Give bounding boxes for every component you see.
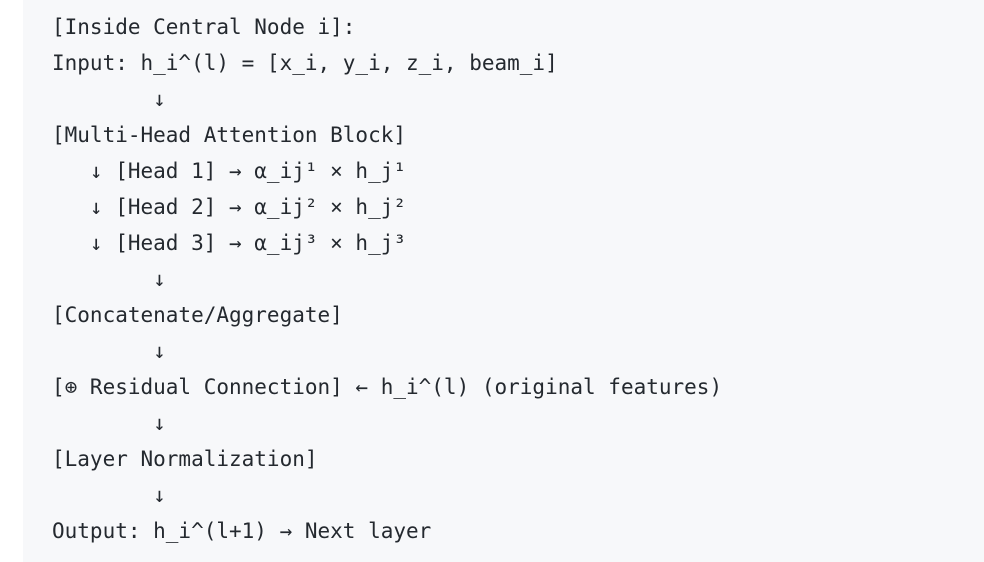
residual-connection: [⊕ Residual Connection] ← h_i^(l) (origi… [52, 375, 723, 399]
arrow-to-attention: ↓ [52, 87, 166, 111]
header-inside-central-node: [Inside Central Node i]: [52, 15, 356, 39]
concatenate-aggregate: [Concatenate/Aggregate] [52, 303, 343, 327]
head-3: ↓ [Head 3] → α_ij³ × h_j³ [52, 231, 407, 255]
head-1: ↓ [Head 1] → α_ij¹ × h_j¹ [52, 159, 407, 183]
arrow-to-output: ↓ [52, 483, 166, 507]
output-next-layer: Output: h_i^(l+1) → Next layer [52, 519, 432, 543]
multi-head-attention-block: [Multi-Head Attention Block] [52, 123, 407, 147]
input-features: Input: h_i^(l) = [x_i, y_i, z_i, beam_i] [52, 51, 558, 75]
arrow-to-layernorm: ↓ [52, 411, 166, 435]
code-block: [Inside Central Node i]: Input: h_i^(l) =… [23, 0, 984, 562]
arrow-to-concatenate: ↓ [52, 267, 166, 291]
head-2: ↓ [Head 2] → α_ij² × h_j² [52, 195, 407, 219]
code-content[interactable]: [Inside Central Node i]: Input: h_i^(l) =… [23, 9, 984, 549]
layer-normalization: [Layer Normalization] [52, 447, 318, 471]
arrow-to-residual: ↓ [52, 339, 166, 363]
